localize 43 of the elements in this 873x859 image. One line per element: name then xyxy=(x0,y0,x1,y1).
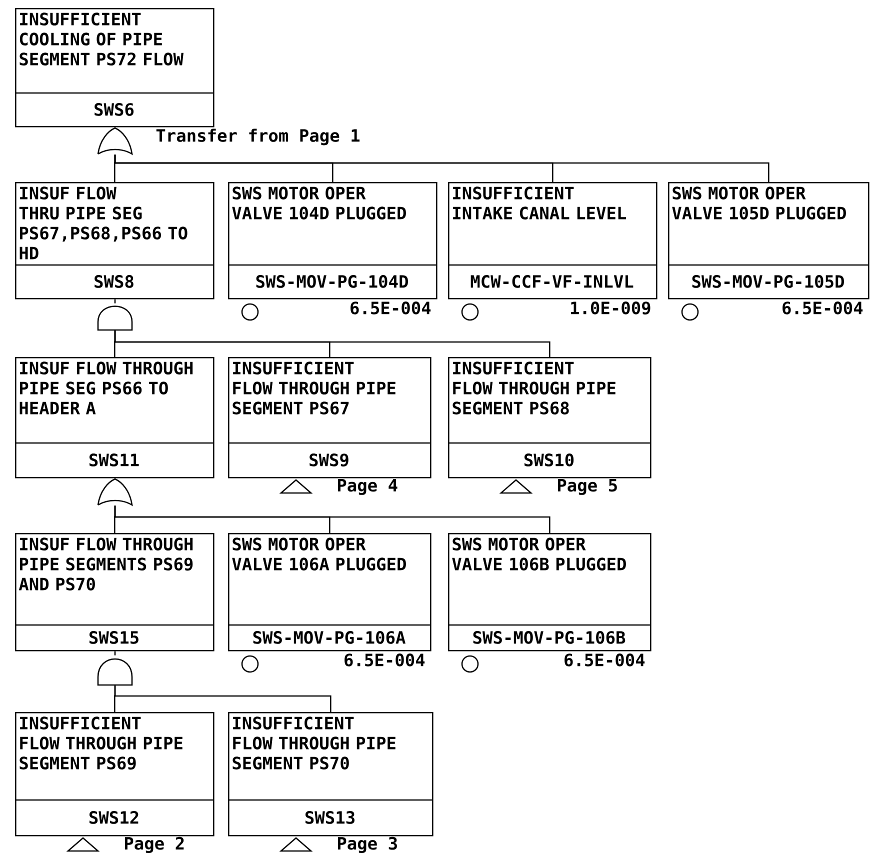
and-gate xyxy=(97,306,133,331)
event-box: INSUFFICIENT FLOW THROUGH PIPE SEGMENT PS68 SWS10 xyxy=(448,356,652,478)
node-label: MCW-CCF-VF-INLVL xyxy=(470,275,634,288)
node-label: SWS-MOV-PG-104D xyxy=(256,275,408,288)
event-box: INSUF FLOW THROUGH PIPE SEGMENTS PS69 AND PS70 SWS15 xyxy=(15,532,214,652)
node-label: SWS-MOV-PG-106A xyxy=(253,631,406,644)
connector-line xyxy=(114,330,550,357)
node-label: INSUFFICIENT INTAKE CANAL LEVEL xyxy=(453,186,626,220)
or-gate xyxy=(97,478,133,506)
node-label: SWS MOTOR OPER VALVE 106A PLUGGED xyxy=(232,538,406,571)
connector-line xyxy=(114,154,770,182)
probability-value: 6.5E-004 xyxy=(564,654,645,666)
connector-line xyxy=(114,299,116,304)
connector-line xyxy=(114,506,550,533)
page-reference: Page 4 xyxy=(338,479,398,495)
node-label: SWS MOTOR OPER VALVE 106B PLUGGED xyxy=(452,538,626,571)
or-gate xyxy=(97,127,133,155)
event-box: SWS MOTOR OPER VALVE 106B PLUGGED SWS-MOV-PG-106B xyxy=(448,532,652,652)
and-gate xyxy=(97,658,133,686)
node-label: SWS MOTOR OPER VALVE 105D PLUGGED xyxy=(672,186,846,220)
connector-line xyxy=(114,651,116,656)
probability-value: 6.5E-004 xyxy=(344,654,425,666)
event-box: SWS MOTOR OPER VALVE 106A PLUGGED SWS-MOV-PG-106A xyxy=(228,532,432,652)
transfer-note: Transfer from Page 1 xyxy=(156,128,360,146)
event-box: INSUF FLOW THRU PIPE SEG PS67,PS68,PS66 TO HD SWS8 xyxy=(15,182,214,300)
probability-value: 6.5E-004 xyxy=(350,302,431,314)
event-box: INSUFFICIENT FLOW THROUGH PIPE SEGMENT PS70 SWS13 xyxy=(228,712,434,836)
event-box: INSUFFICIENT FLOW THROUGH PIPE SEGMENT PS67 SWS9 xyxy=(228,356,432,478)
node-label: SWS-MOV-PG-106B xyxy=(473,631,626,644)
probability-value: 6.5E-004 xyxy=(782,302,863,314)
event-box: INSUFFICIENT FLOW THROUGH PIPE SEGMENT PS69 SWS12 xyxy=(15,712,214,836)
page-reference: Page 5 xyxy=(558,479,617,495)
node-label: SWS MOTOR OPER VALVE 104D PLUGGED xyxy=(232,186,406,220)
event-box: SWS MOTOR OPER VALVE 105D PLUGGED SWS-MOV-PG-105D xyxy=(668,182,870,300)
node-label: SWS-MOV-PG-105D xyxy=(692,275,844,288)
page-reference: Page 2 xyxy=(125,836,184,854)
probability-value: 1.0E-009 xyxy=(571,302,650,314)
connector-line xyxy=(114,686,332,712)
event-box: INSUF FLOW THROUGH PIPE SEG PS66 TO HEADER A SWS11 xyxy=(15,356,214,478)
event-box: SWS MOTOR OPER VALVE 104D PLUGGED SWS-MOV-PG-104D xyxy=(228,182,438,300)
event-box: INSUFFICIENT COOLING OF PIPE SEGMENT PS72 FLOW SWS6 xyxy=(15,8,214,128)
page-reference: Page 3 xyxy=(338,836,397,854)
event-box: INSUFFICIENT INTAKE CANAL LEVEL MCW-CCF-VF-INLVL xyxy=(448,182,658,300)
